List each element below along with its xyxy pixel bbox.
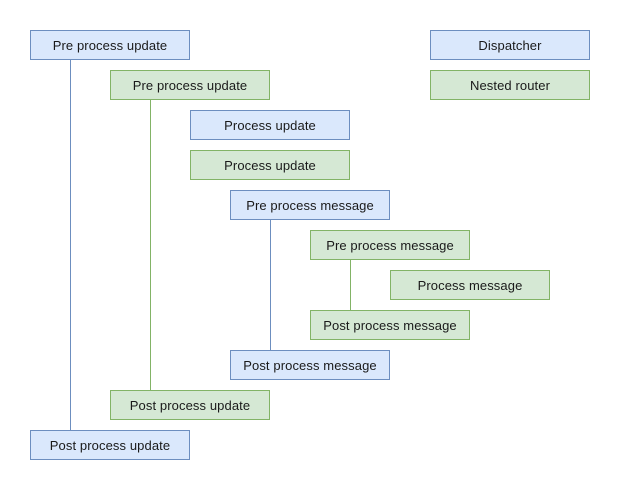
connector-pre-message-router <box>350 260 351 310</box>
node-process-message-router[interactable]: Process message <box>390 270 550 300</box>
node-post-process-message-dispatcher[interactable]: Post process message <box>230 350 390 380</box>
node-pre-process-message-router[interactable]: Pre process message <box>310 230 470 260</box>
node-post-process-update-dispatcher[interactable]: Post process update <box>30 430 190 460</box>
connector-pre-update-dispatcher <box>70 60 71 430</box>
node-process-update-dispatcher[interactable]: Process update <box>190 110 350 140</box>
node-post-process-update-router[interactable]: Post process update <box>110 390 270 420</box>
node-process-update-router[interactable]: Process update <box>190 150 350 180</box>
legend-item-dispatcher: Dispatcher <box>430 30 590 60</box>
node-pre-process-update-dispatcher[interactable]: Pre process update <box>30 30 190 60</box>
node-pre-process-update-router[interactable]: Pre process update <box>110 70 270 100</box>
connector-pre-message-dispatcher <box>270 220 271 350</box>
legend-item-nested-router: Nested router <box>430 70 590 100</box>
connector-pre-update-router <box>150 100 151 390</box>
node-post-process-message-router[interactable]: Post process message <box>310 310 470 340</box>
node-pre-process-message-dispatcher[interactable]: Pre process message <box>230 190 390 220</box>
